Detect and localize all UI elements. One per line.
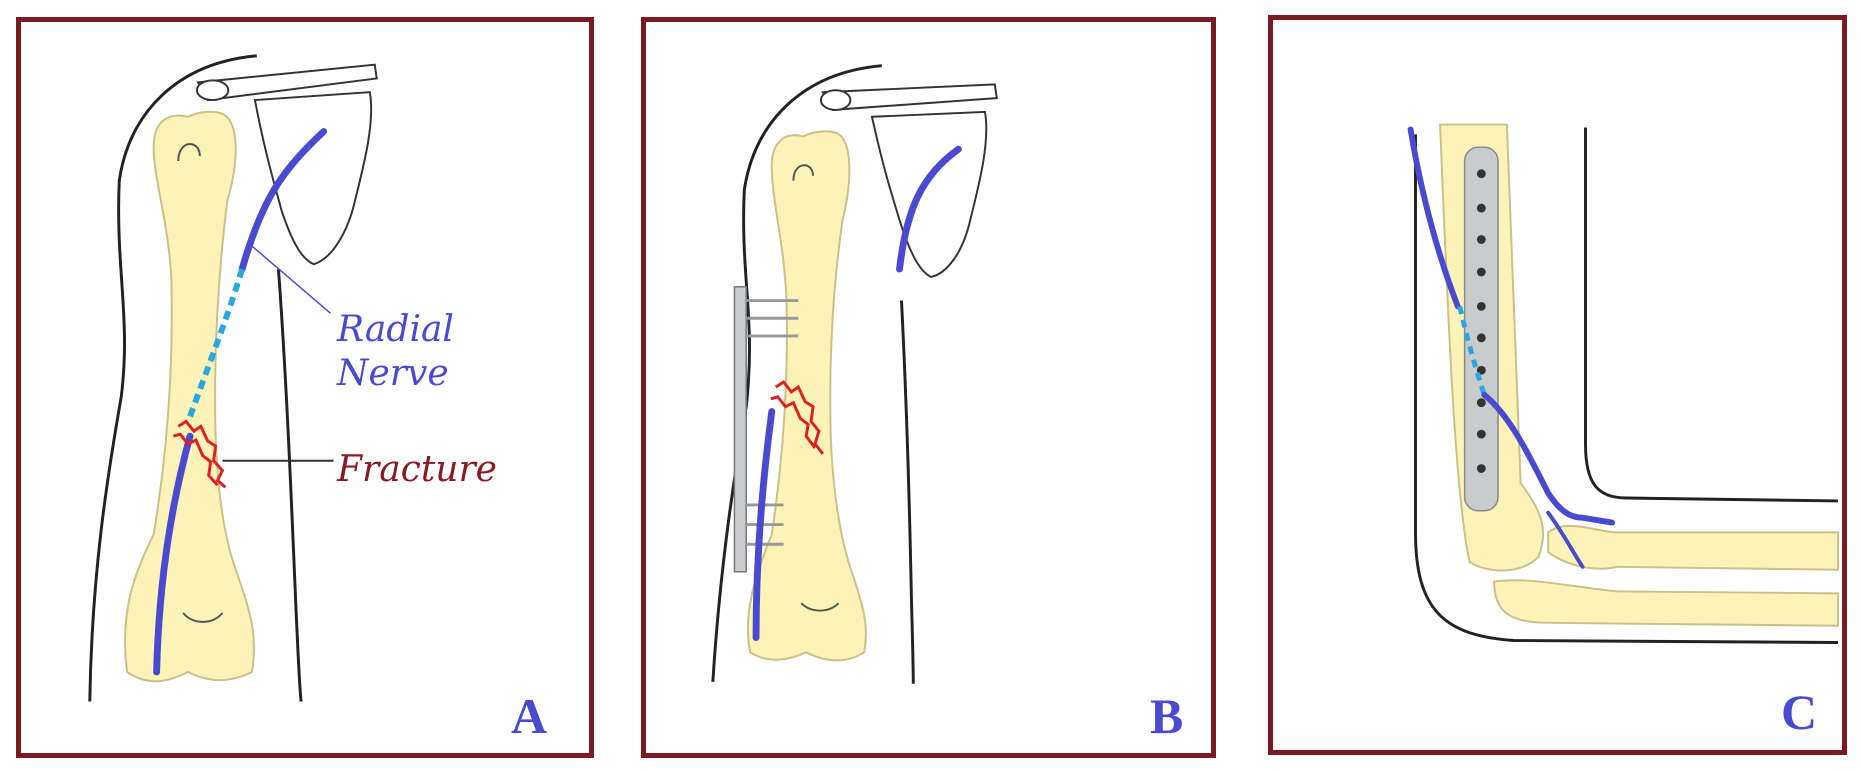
fracture-line-1: [774, 380, 825, 455]
condyle-detail: [800, 602, 840, 612]
panel-letter-a: A: [511, 688, 548, 744]
fracture-line-2: [770, 395, 817, 449]
panel-a: Radial Nerve Fracture A: [16, 17, 594, 758]
forearm-ulna: [1493, 579, 1840, 627]
panel-b: B: [641, 17, 1216, 758]
condyle-detail: [182, 612, 224, 623]
radial-nerve-dashed: [187, 268, 245, 418]
scapula: [870, 110, 988, 278]
fixator-pins: [746, 299, 799, 546]
plate-screws: [1476, 169, 1486, 473]
fixator-bar: [733, 286, 747, 573]
panel-c: C: [1268, 15, 1847, 755]
panel-letter-b: B: [1150, 688, 1184, 744]
arm-outline: [711, 64, 882, 682]
arm-illustration-b: [711, 64, 998, 684]
radial-nerve-upper: [238, 128, 328, 273]
arm-outline-outer: [1414, 134, 1839, 644]
panel-letter-c: C: [1781, 684, 1818, 740]
fracture-line-1: [177, 419, 227, 489]
radial-nerve-upper: [896, 145, 962, 273]
humerus: [124, 110, 255, 683]
acromion: [819, 89, 852, 111]
fracture-line-2: [172, 432, 219, 487]
humerus: [746, 130, 867, 662]
humeral-head-detail: [177, 143, 201, 162]
arm-illustration-a: [88, 54, 378, 702]
arm-outline-inner: [900, 300, 915, 684]
fracture-label: Fracture: [337, 449, 497, 490]
arm-outline-inner: [276, 268, 303, 702]
humeral-head-detail: [792, 164, 815, 181]
radial-nerve-label-line2: Nerve: [337, 353, 449, 394]
radial-nerve-label-line1: Radial: [337, 309, 454, 350]
radial-nerve-upper: [1407, 126, 1461, 310]
radial-nerve-lower: [153, 432, 194, 676]
radial-nerve-lower: [1481, 391, 1615, 526]
radial-nerve-lower: [752, 408, 776, 642]
radial-nerve-dashed: [1457, 305, 1487, 396]
arm-outline-inner: [1584, 127, 1839, 503]
nerve-leader-line: [248, 242, 332, 314]
fixation-plate: [1463, 146, 1499, 512]
arm-outline: [88, 54, 257, 702]
acromion: [195, 79, 230, 102]
radial-nerve-branch: [1546, 510, 1585, 569]
forearm-radius: [1547, 524, 1840, 571]
arm-illustration-c: [1407, 123, 1840, 644]
scapula: [253, 91, 373, 266]
